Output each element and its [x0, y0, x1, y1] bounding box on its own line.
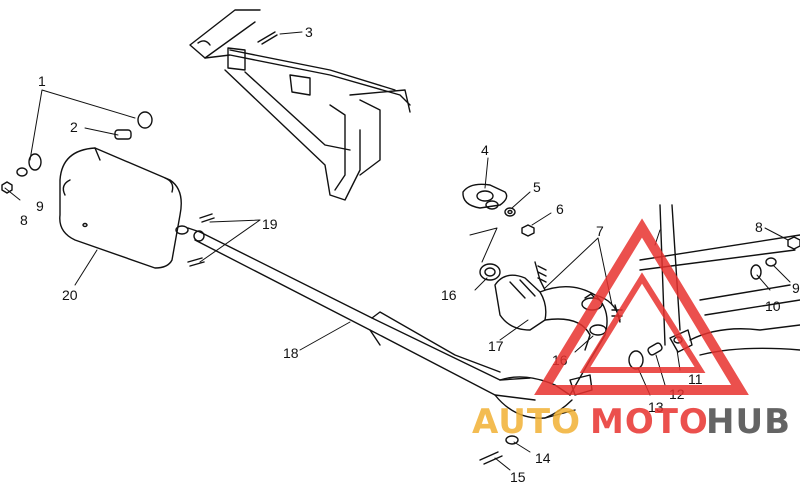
callout-4: 4 [481, 142, 489, 158]
frame-right [639, 204, 800, 356]
washers-nuts [1, 31, 800, 465]
callout-9-left: 9 [36, 198, 44, 214]
callout-8: 8 [755, 219, 763, 235]
frame-rail [189, 9, 411, 201]
callout-1: 1 [38, 73, 46, 89]
callout-20: 20 [62, 287, 78, 303]
callout-8-left: 8 [20, 212, 28, 228]
callout-6: 6 [556, 201, 564, 217]
callout-3: 3 [305, 24, 313, 40]
callout-5: 5 [533, 179, 541, 195]
callout-9: 9 [792, 280, 800, 296]
callout-18: 18 [283, 345, 299, 361]
callout-13: 13 [648, 399, 664, 415]
leader-lines [4, 31, 791, 471]
callout-14: 14 [535, 450, 551, 466]
watermark-triangle-logo [534, 218, 749, 395]
flange-gasket [462, 183, 508, 210]
callout-10: 10 [765, 298, 781, 314]
callout-15: 15 [510, 469, 526, 485]
callout-11: 11 [688, 371, 703, 387]
watermark-text-hub: HUB [706, 402, 791, 442]
callout-17: 17 [488, 338, 504, 354]
callout-16: 16 [441, 287, 457, 303]
exhaust-pipe [193, 230, 576, 419]
callout-2: 2 [70, 119, 78, 135]
callout-19: 19 [262, 216, 278, 232]
callout-7: 7 [596, 223, 604, 239]
automotohub-watermark: AUTO MOTO HUB [472, 218, 791, 442]
watermark-text-moto: MOTO [590, 402, 709, 442]
watermark-text-auto: AUTO [472, 402, 581, 442]
muffler [59, 147, 201, 269]
